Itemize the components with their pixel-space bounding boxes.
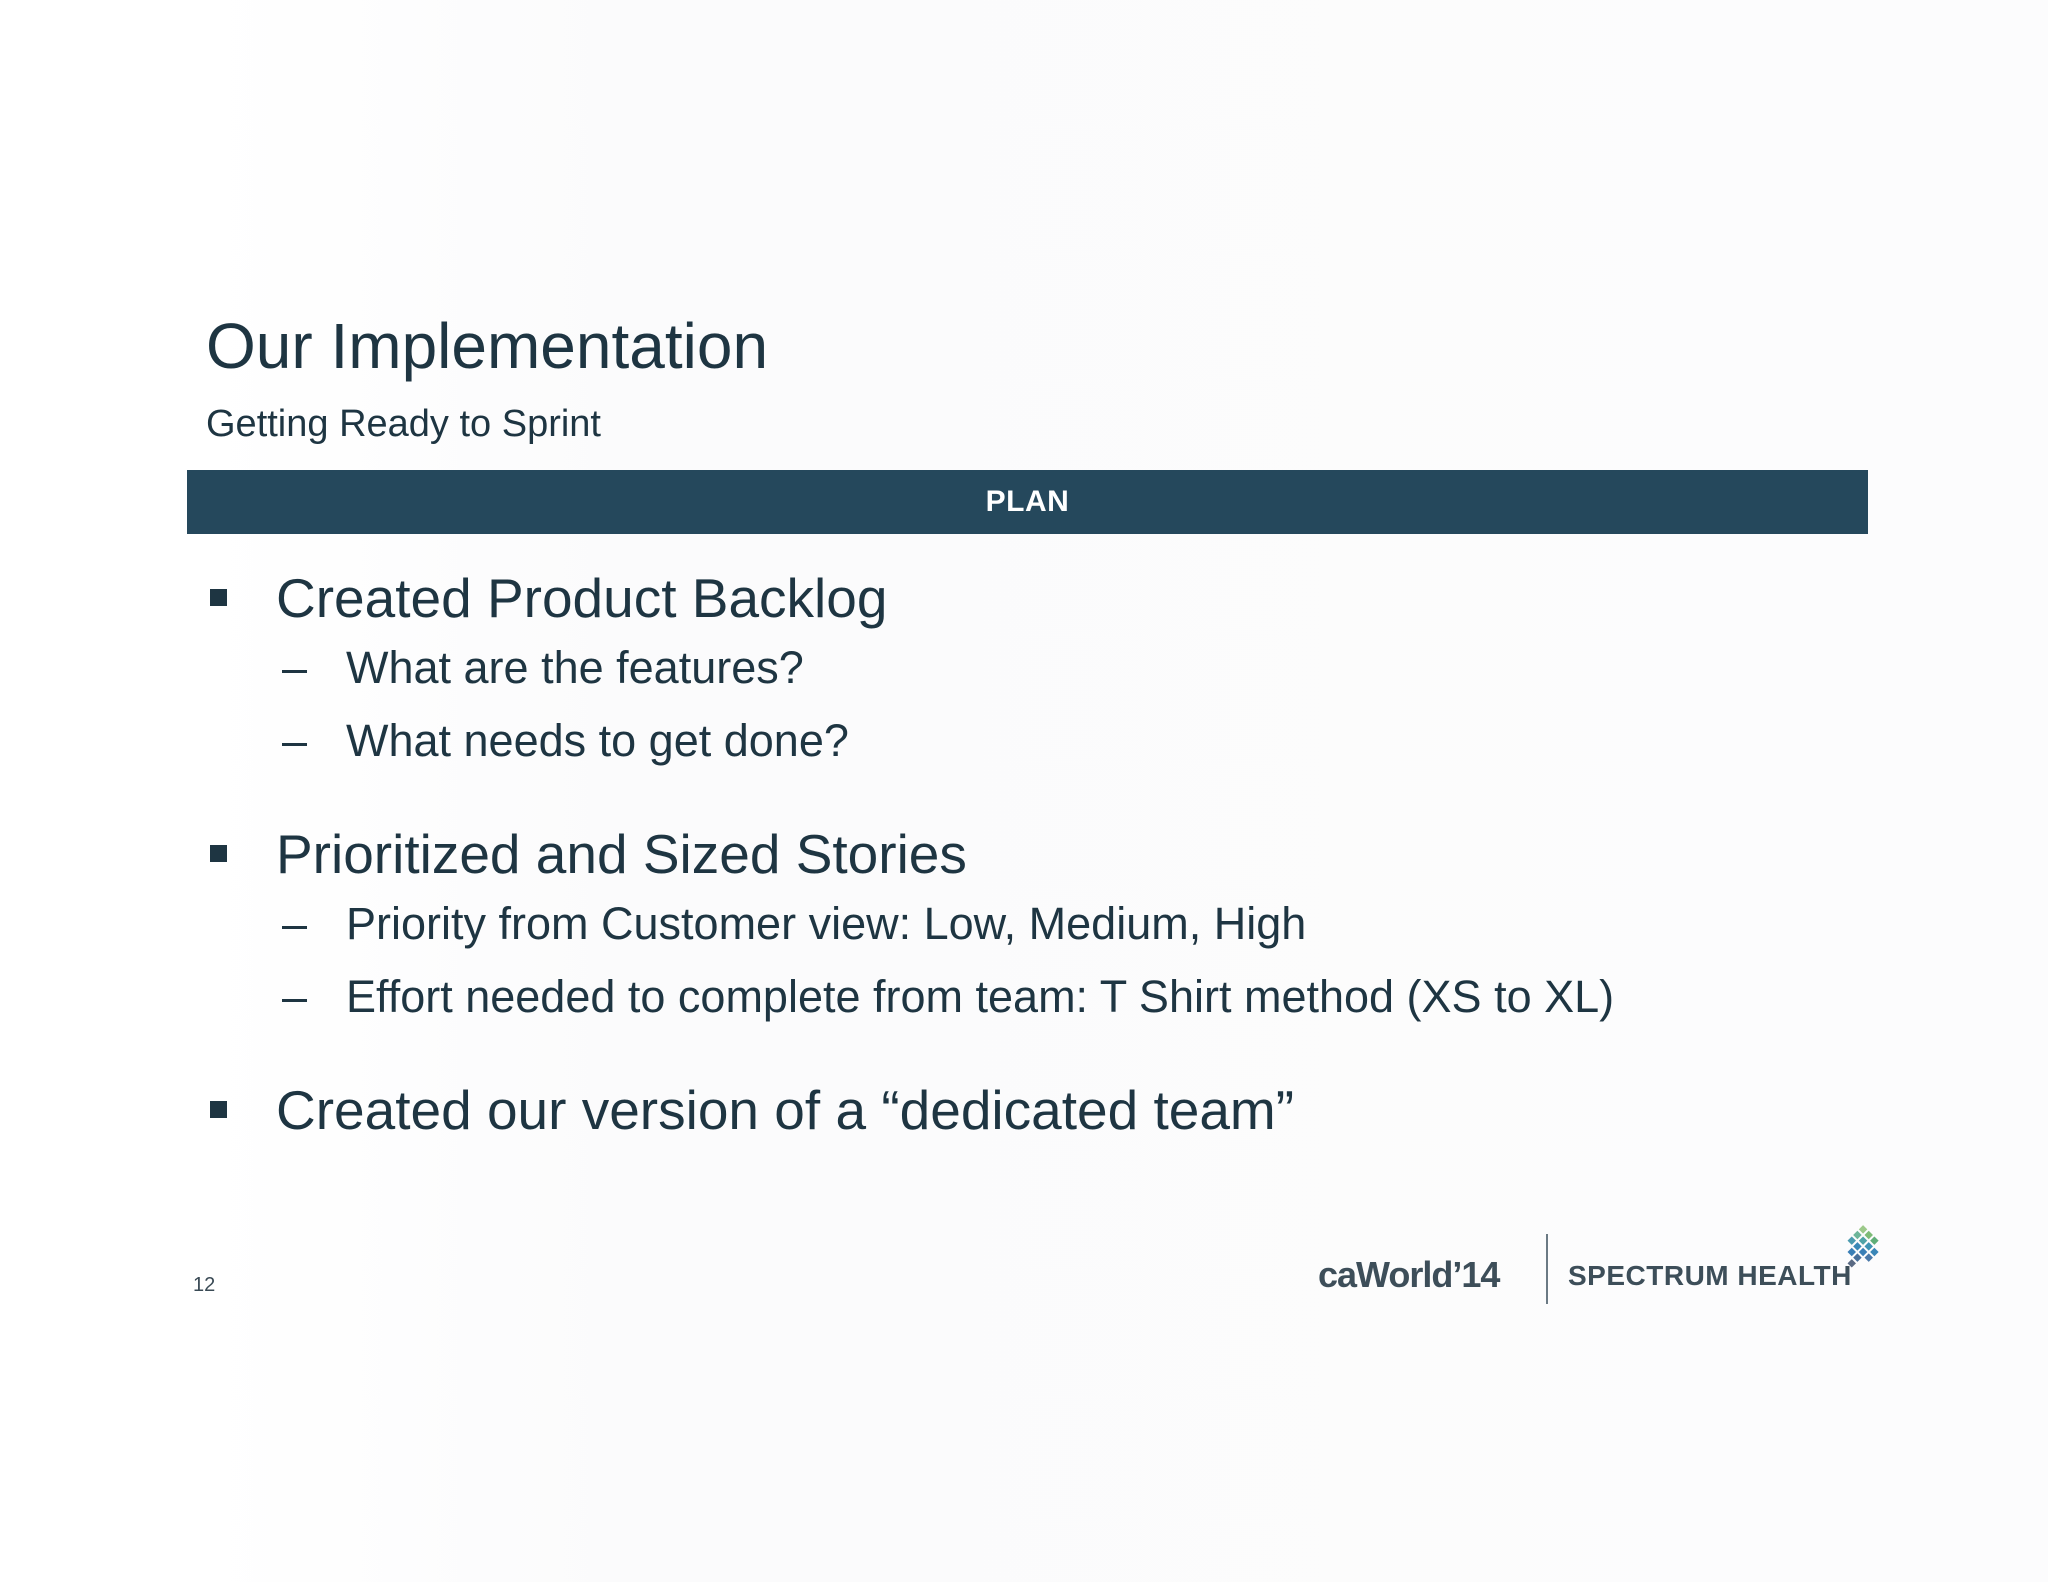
dash-bullet-icon: – <box>282 971 308 1022</box>
bullet-text: Created Product Backlog <box>276 567 888 629</box>
plan-banner-label: PLAN <box>985 485 1070 518</box>
page-number: 12 <box>193 1274 216 1296</box>
sub-bullet-text: Priority from Customer view: Low, Medium… <box>346 898 1307 949</box>
square-bullet-icon <box>210 1101 227 1118</box>
slide-title: Our Implementation <box>206 310 769 382</box>
sub-bullet-text: Effort needed to complete from team: T S… <box>346 971 1615 1022</box>
dash-bullet-icon: – <box>282 715 308 766</box>
dash-bullet-icon: – <box>282 898 308 949</box>
sub-bullet-text: What are the features? <box>346 642 804 693</box>
ca-world-logo: caWorld’14 <box>1318 1254 1500 1295</box>
square-bullet-icon <box>210 589 227 606</box>
sub-bullet-text: What needs to get done? <box>346 715 849 766</box>
spectrum-health-mark-icon <box>1847 1225 1879 1268</box>
spectrum-health-logo: SPECTRUM HEALTH <box>1568 1260 1852 1291</box>
bullet-text: Created our version of a “dedicated team… <box>276 1079 1295 1141</box>
plan-banner: PLAN <box>187 470 1868 534</box>
bullet-text: Prioritized and Sized Stories <box>276 823 967 885</box>
logo-divider <box>1546 1234 1548 1304</box>
slide-subtitle: Getting Ready to Sprint <box>206 403 601 445</box>
square-bullet-icon <box>210 845 227 862</box>
footer-logos: caWorld’14 SPECTRUM HEALTH <box>1318 1222 1884 1304</box>
dash-bullet-icon: – <box>282 642 308 693</box>
